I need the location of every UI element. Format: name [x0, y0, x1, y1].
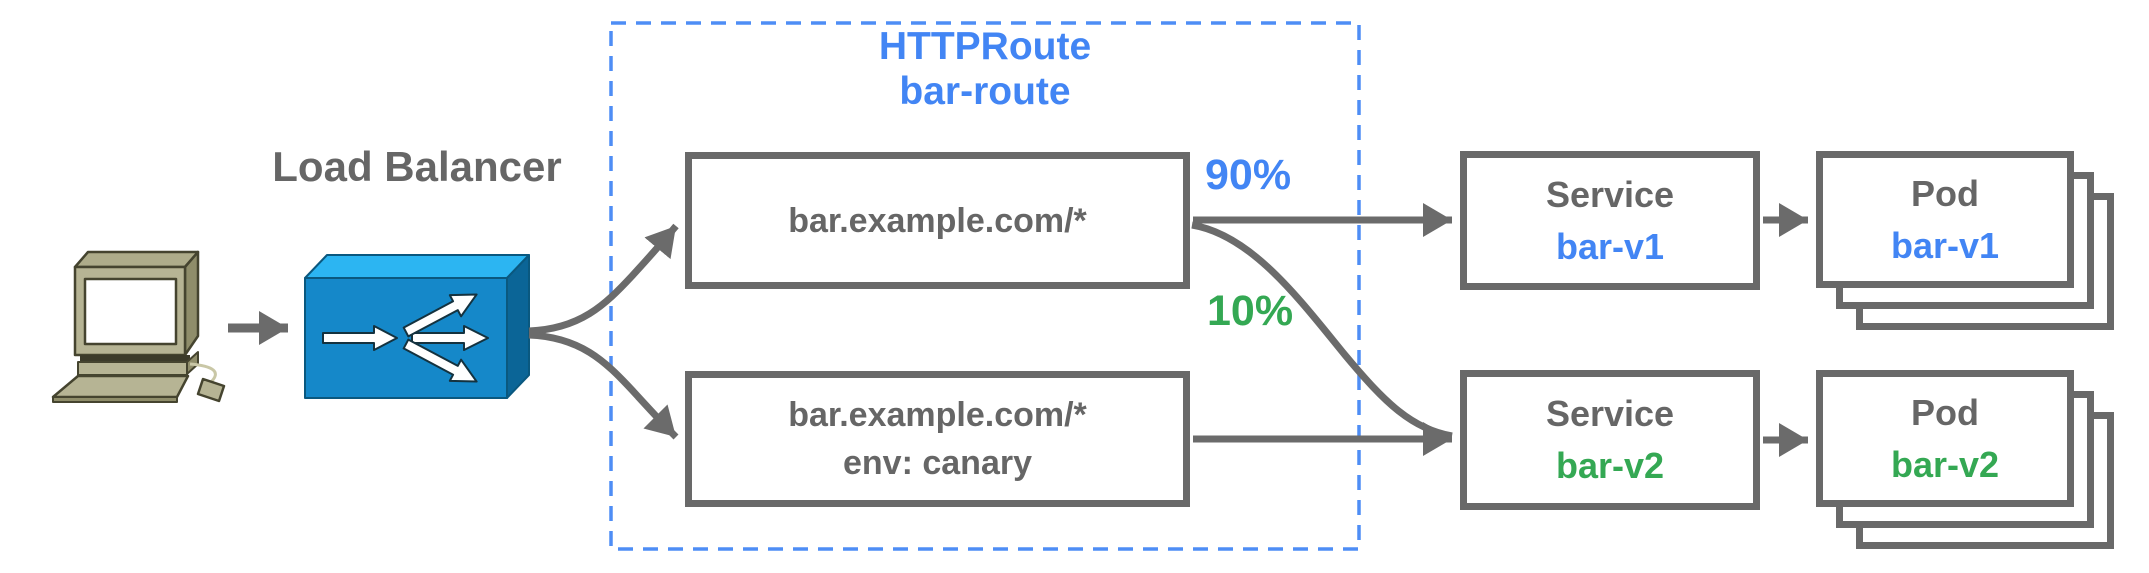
service-name: bar-v1: [1555, 225, 1665, 267]
service-box-bar-v1: Service bar-v1: [1460, 151, 1760, 290]
rule1-to-service2-curve: [1191, 221, 1453, 440]
load-balancer-icon: [304, 254, 530, 399]
weight-label-90: 90%: [1205, 151, 1292, 199]
pod-box-bar-v2: Pod bar-v2: [1816, 370, 2074, 507]
service-kind: Service: [1545, 393, 1675, 434]
rule-box-canary: bar.example.com/* env: canary: [685, 371, 1190, 507]
pod-kind: Pod: [1911, 391, 1979, 433]
load-balancer-label: Load Balancer: [272, 143, 562, 190]
httproute-name: bar-route: [899, 70, 1071, 113]
httproute-dashed-border: [609, 21, 1361, 551]
httproute-kind: HTTPRoute: [878, 25, 1092, 68]
service-kind: Service: [1545, 173, 1675, 215]
pod-kind: Pod: [1911, 172, 1979, 214]
mouse-cable: [189, 362, 217, 384]
weight-label-10: 10%: [1207, 287, 1294, 335]
mouse: [196, 377, 226, 403]
lb-in-arrow: [322, 325, 398, 351]
service-box-bar-v2: Service bar-v2: [1460, 370, 1760, 510]
httproute-title: HTTPRoute bar-route: [610, 24, 1360, 114]
service-name: bar-v2: [1555, 445, 1665, 486]
lb-out-arrow-down: [402, 338, 478, 383]
rule-match-text: bar.example.com/*: [788, 201, 1087, 240]
rule-box-main: bar.example.com/*: [685, 152, 1190, 289]
pod-box-bar-v1: Pod bar-v1: [1816, 151, 2074, 288]
lb-to-rule1-arrow: [528, 223, 679, 335]
pod-name: bar-v1: [1890, 224, 2000, 266]
lb-out-arrow-mid: [411, 325, 489, 351]
pod-name: bar-v2: [1890, 443, 2000, 485]
rule-match-text: bar.example.com/*: [788, 396, 1087, 434]
lb-to-rule2-arrow: [528, 331, 679, 440]
lb-out-arrow-up: [402, 293, 478, 338]
desktop-computer-icon: [51, 250, 226, 403]
keyboard: [51, 374, 190, 399]
rule-header-match-text: env: canary: [843, 444, 1032, 482]
